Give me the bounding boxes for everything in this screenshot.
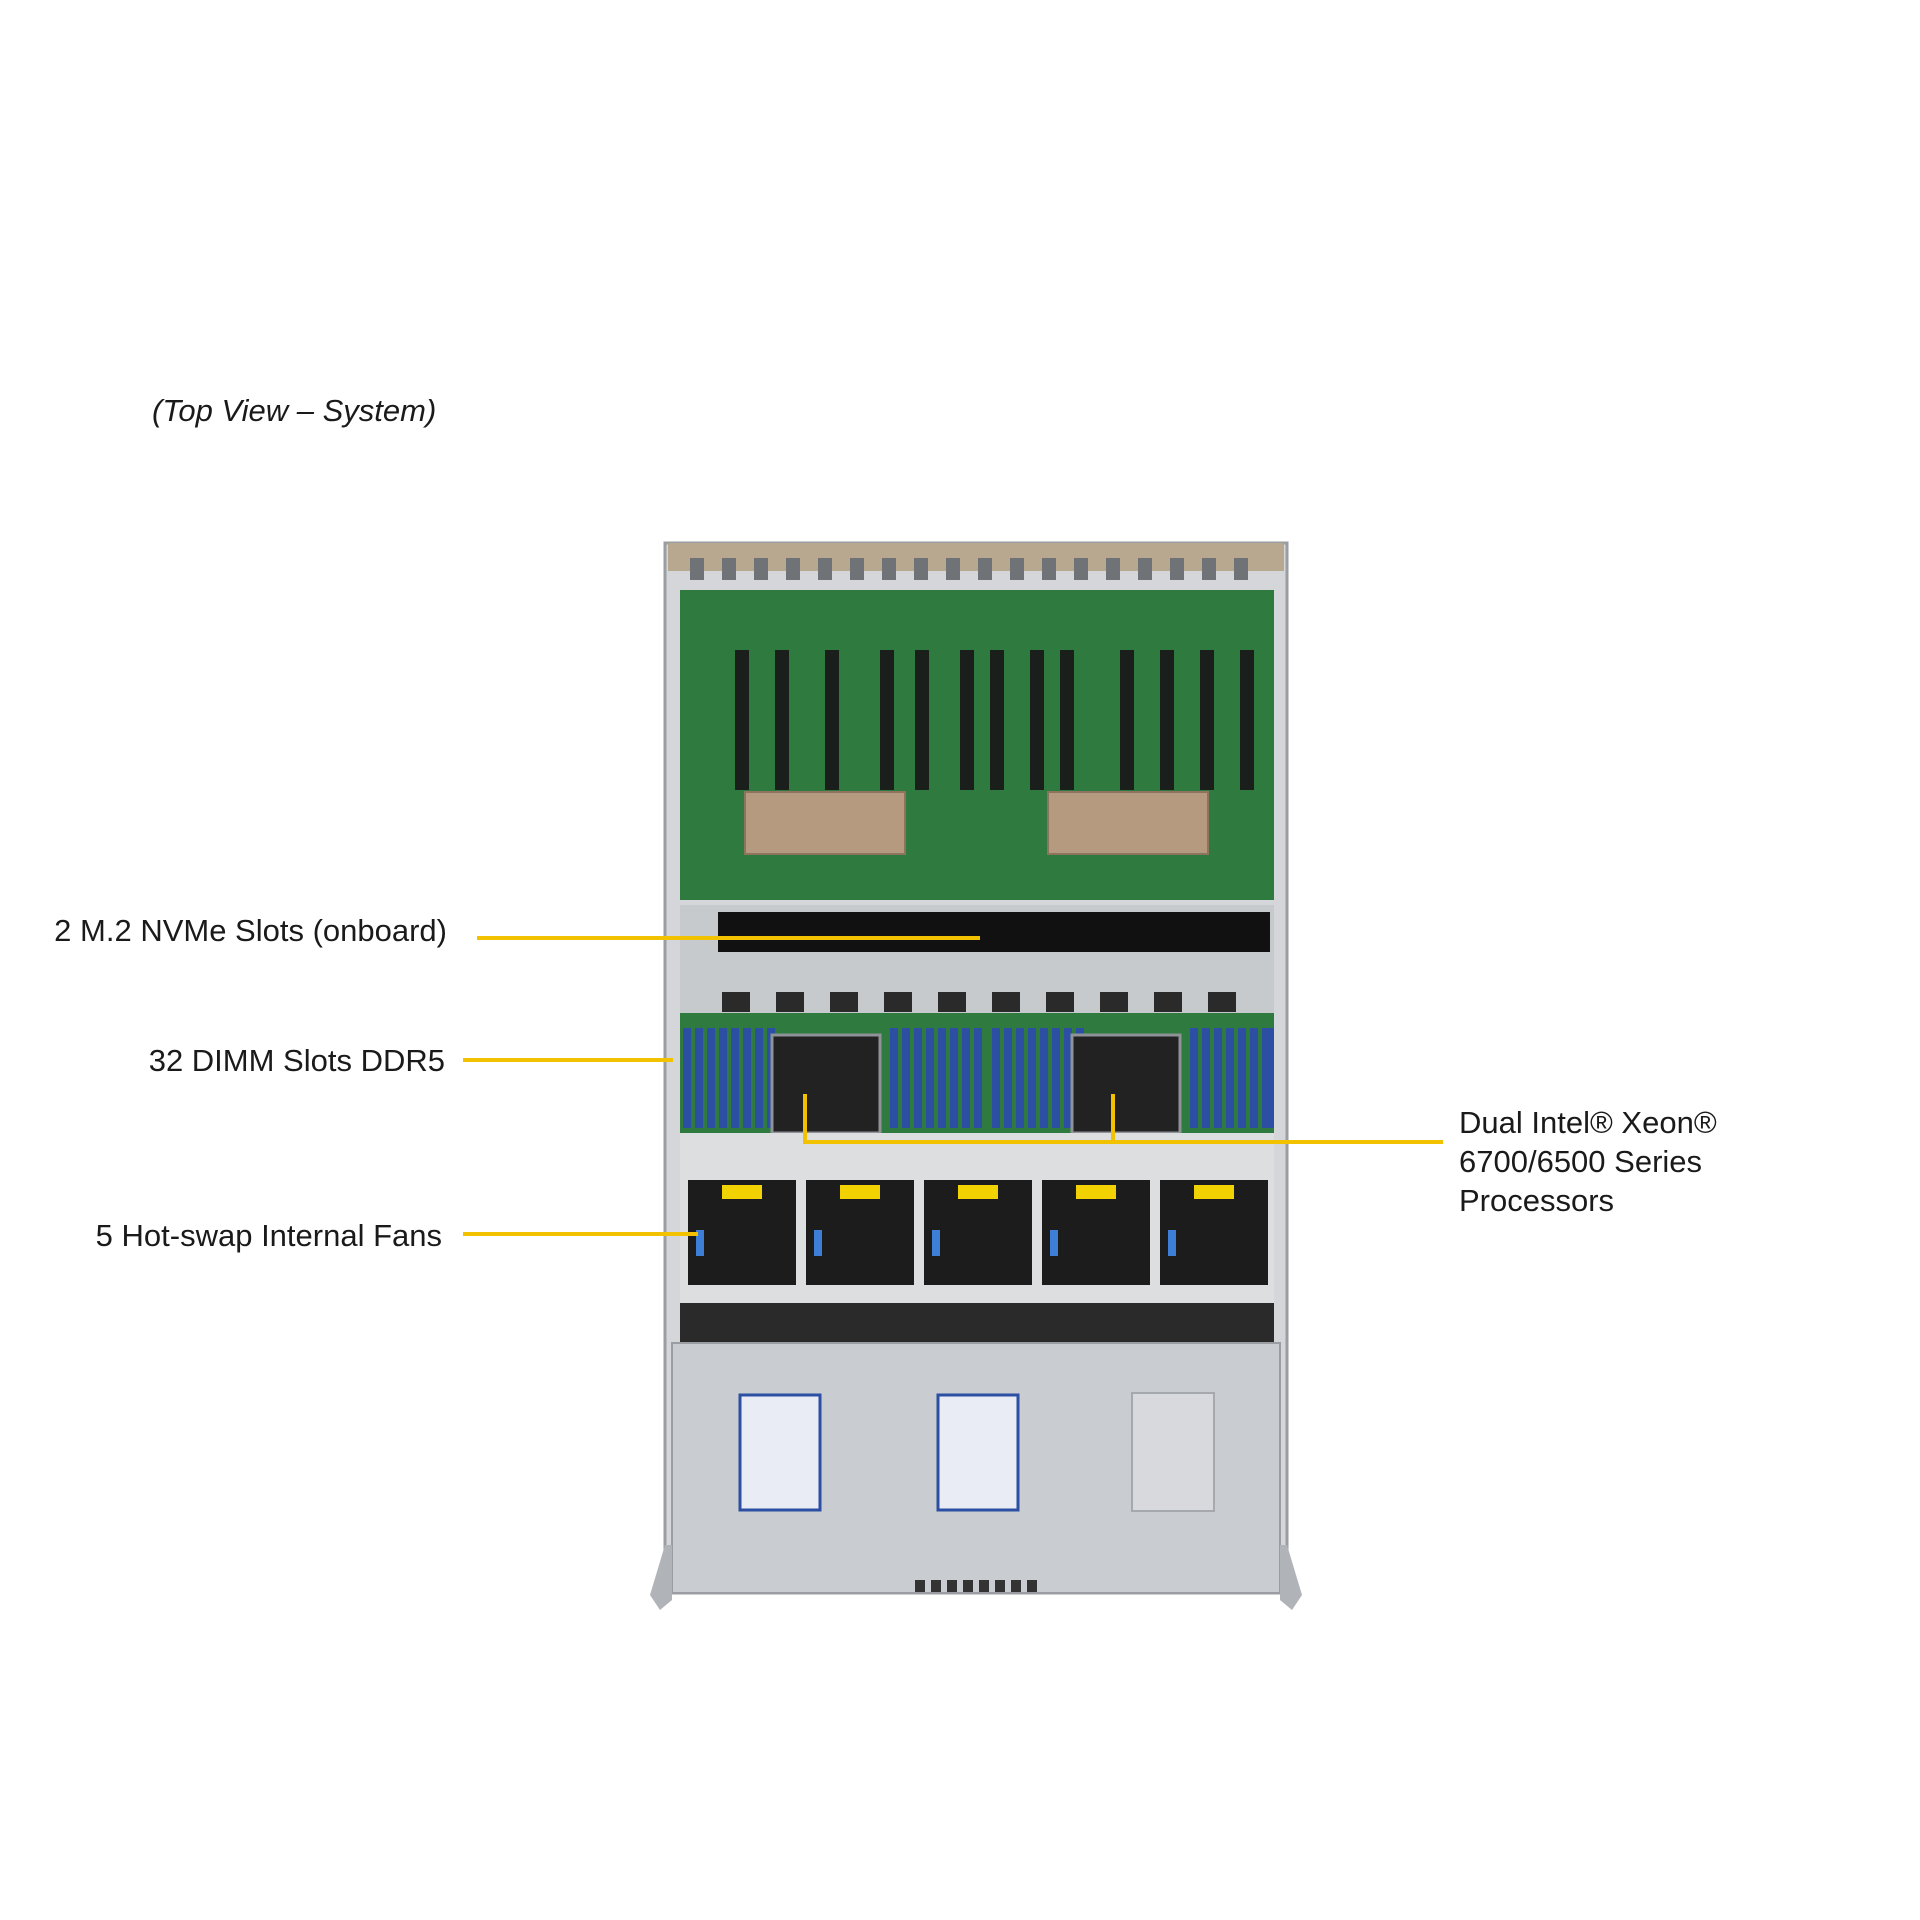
callout-fans-label: 5 Hot-swap Internal Fans: [95, 1218, 442, 1253]
callout-cpu-stub-2: [1111, 1094, 1115, 1142]
callout-dimm-line: [463, 1058, 673, 1062]
callout-cpu-label-3: Processors: [1459, 1183, 1615, 1218]
front-buttons: [915, 1580, 1037, 1592]
callout-cpu-stub-1: [803, 1094, 807, 1142]
rack-ear-right: [1280, 1545, 1302, 1610]
callout-nvme-line: [477, 936, 980, 940]
shroud-vents: [722, 992, 1236, 1012]
service-label-left: [738, 1393, 822, 1512]
callout-cpu-label-1: Dual Intel® Xeon®: [1459, 1105, 1717, 1140]
fan-release-tabs: [696, 1230, 1176, 1256]
cpu-socket-1: [770, 1033, 882, 1135]
pcie-slots: [735, 650, 1254, 790]
dimm-slots: [683, 1028, 1274, 1128]
service-label-right: [936, 1393, 1020, 1512]
front-panel-plate: [1131, 1392, 1215, 1512]
callout-nvme-label: 2 M.2 NVMe Slots (onboard): [54, 913, 447, 948]
callout-cpu-line: [803, 1140, 1443, 1144]
m2-slot-cover: [718, 912, 1270, 952]
diagram-title: (Top View – System): [152, 393, 437, 428]
heatsink-right: [1047, 791, 1209, 855]
fan-labels: [722, 1185, 1234, 1199]
heatsink-left: [744, 791, 906, 855]
cpu-socket-2: [1070, 1033, 1182, 1135]
callout-dimm-label: 32 DIMM Slots DDR5: [148, 1043, 445, 1078]
rear-slot-brackets: [690, 558, 1248, 580]
cable-channel: [680, 1303, 1274, 1343]
callout-fans-line: [463, 1232, 698, 1236]
callout-cpu-label-2: 6700/6500 Series: [1459, 1144, 1703, 1179]
rack-ear-left: [650, 1545, 672, 1610]
